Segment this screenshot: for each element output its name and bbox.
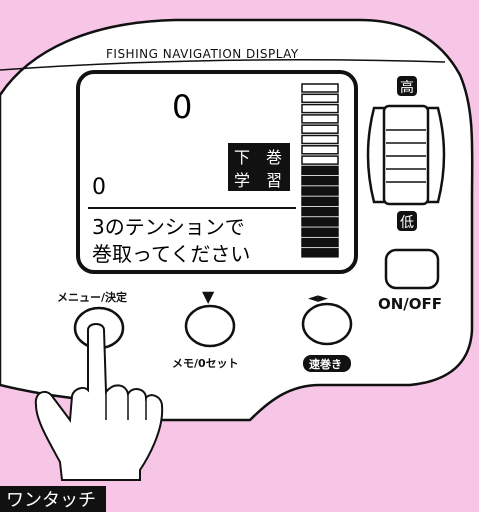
drag-dial-grooves — [386, 129, 426, 183]
low-label: 低 — [400, 215, 414, 231]
tension-segment-empty — [301, 83, 339, 93]
speed-reel-button[interactable] — [301, 302, 353, 346]
menu-label: メニュー/決定 — [57, 290, 127, 304]
mode-row2-right: 習 — [266, 171, 282, 190]
device-title: FISHING NAVIGATION DISPLAY — [106, 47, 299, 61]
memo-zero-set-button[interactable] — [184, 304, 236, 348]
left-right-arrows-icon: ◄► — [308, 291, 328, 306]
tension-segment-filled — [301, 237, 339, 248]
drag-dial-wheel[interactable] — [382, 104, 430, 206]
hand-creases — [105, 392, 147, 420]
tension-segment-filled — [301, 248, 339, 258]
lcd-screen — [76, 70, 358, 274]
tension-segment-filled — [301, 165, 339, 176]
caption-text: ワンタッチ — [6, 490, 96, 511]
speed-badge — [303, 355, 351, 372]
tension-segment-filled — [301, 217, 339, 227]
mode-row2-left: 学 — [234, 171, 250, 190]
power-label: ON/OFF — [378, 295, 442, 313]
mode-row1-right: 巻 — [266, 148, 282, 167]
title-divider — [0, 59, 446, 71]
tension-segment-filled — [301, 186, 339, 196]
high-label: 高 — [400, 79, 414, 96]
memo-label: メモ/0セット — [172, 357, 239, 370]
low-badge — [397, 211, 417, 231]
tension-segment-filled — [301, 206, 339, 217]
tension-segment-empty — [301, 93, 339, 104]
tension-bar — [301, 83, 339, 258]
tension-segment-empty — [301, 145, 339, 155]
tension-segment-filled — [301, 175, 339, 186]
message-line-1: 3のテンションで — [92, 215, 245, 239]
down-arrow-icon: ▼ — [202, 287, 215, 306]
pressing-hand-icon — [34, 323, 164, 481]
power-button[interactable] — [384, 248, 440, 290]
caption-badge — [0, 486, 106, 512]
tension-segment-empty — [301, 114, 339, 124]
tension-segment-empty — [301, 103, 339, 114]
high-badge — [397, 76, 417, 96]
depth-top-value: 0 — [172, 88, 192, 126]
tension-segment-filled — [301, 227, 339, 237]
mode-badge — [228, 143, 290, 191]
mode-row1-left: 下 — [234, 148, 250, 167]
tension-segment-empty — [301, 124, 339, 134]
speed-label: 速巻き — [309, 357, 342, 371]
tension-segment-empty — [301, 155, 339, 165]
depth-bottom-value: 0 — [92, 175, 106, 200]
tension-segment-filled — [301, 196, 339, 207]
message-line-2: 巻取ってください — [92, 242, 250, 266]
tension-segment-empty — [301, 134, 339, 145]
